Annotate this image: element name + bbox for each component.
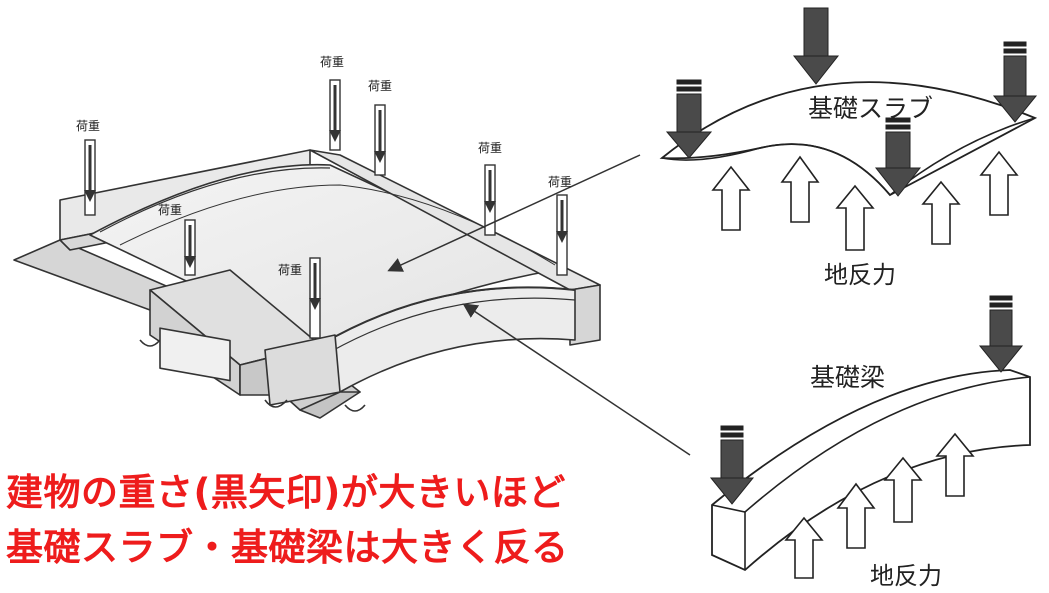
load-arrow-3 [329, 79, 341, 151]
foundation-3d-drawing [13, 149, 601, 419]
beam-label: 基礎梁 [810, 363, 885, 392]
load-label-5: 荷重 [478, 141, 502, 155]
beam-reaction-arrow-2 [836, 482, 876, 549]
slab-label: 基礎スラブ [808, 94, 933, 123]
beam-connector-line [462, 303, 691, 456]
beam-reaction-label: 地反力 [870, 562, 942, 590]
slab-reaction-arrow-5 [979, 150, 1019, 216]
connector-lines [387, 154, 691, 456]
slab-connector-line [387, 154, 641, 272]
caption-line-1: 建物の重さ(黒矢印)が大きいほど [6, 471, 566, 514]
beam-reaction-arrow-3 [883, 456, 923, 523]
load-label-3: 荷重 [320, 55, 344, 69]
beam-load-arrow-1 [709, 425, 755, 505]
slab-reaction-arrow-1 [711, 165, 751, 231]
load-label-6: 荷重 [548, 175, 572, 189]
slab-reaction-arrow-2 [780, 155, 820, 223]
load-label-4: 荷重 [368, 79, 392, 93]
beam-load-arrow-2 [978, 295, 1024, 373]
load-arrow-7 [309, 257, 321, 339]
beam-reaction-arrow-4 [935, 432, 975, 497]
load-arrow-1 [84, 139, 96, 216]
slab-load-arrow-4 [874, 117, 922, 197]
load-arrow-2 [184, 219, 196, 276]
slab-reaction-arrow-4 [921, 180, 961, 245]
slab-load-arrow-2 [792, 7, 840, 85]
beam-load-arrows [709, 295, 1024, 505]
load-arrow-5 [484, 164, 496, 236]
load-arrows-3d [84, 79, 568, 339]
slab-reaction-label: 地反力 [824, 261, 896, 289]
slab-reaction-arrows [711, 150, 1019, 251]
slab-load-arrow-1 [665, 79, 713, 159]
load-arrow-4 [374, 104, 386, 176]
curved-beam [711, 369, 1031, 572]
load-label-2: 荷重 [158, 203, 182, 217]
slab-reaction-arrow-3 [835, 184, 875, 251]
load-label-7: 荷重 [278, 263, 302, 277]
slab-load-arrow-3 [992, 41, 1038, 123]
slab-deformation-diagram: 基礎スラブ 地反力 [659, 7, 1038, 289]
load-arrow-6 [556, 194, 568, 276]
caption-line-2: 基礎スラブ・基礎梁は大きく反る [6, 526, 569, 569]
beam-reaction-arrow-1 [784, 516, 824, 579]
beam-deformation-diagram: 基礎梁 地反力 [709, 295, 1031, 590]
slab-load-arrows [665, 7, 1038, 197]
load-label-1: 荷重 [76, 119, 100, 133]
beam-reaction-arrows [784, 432, 975, 579]
